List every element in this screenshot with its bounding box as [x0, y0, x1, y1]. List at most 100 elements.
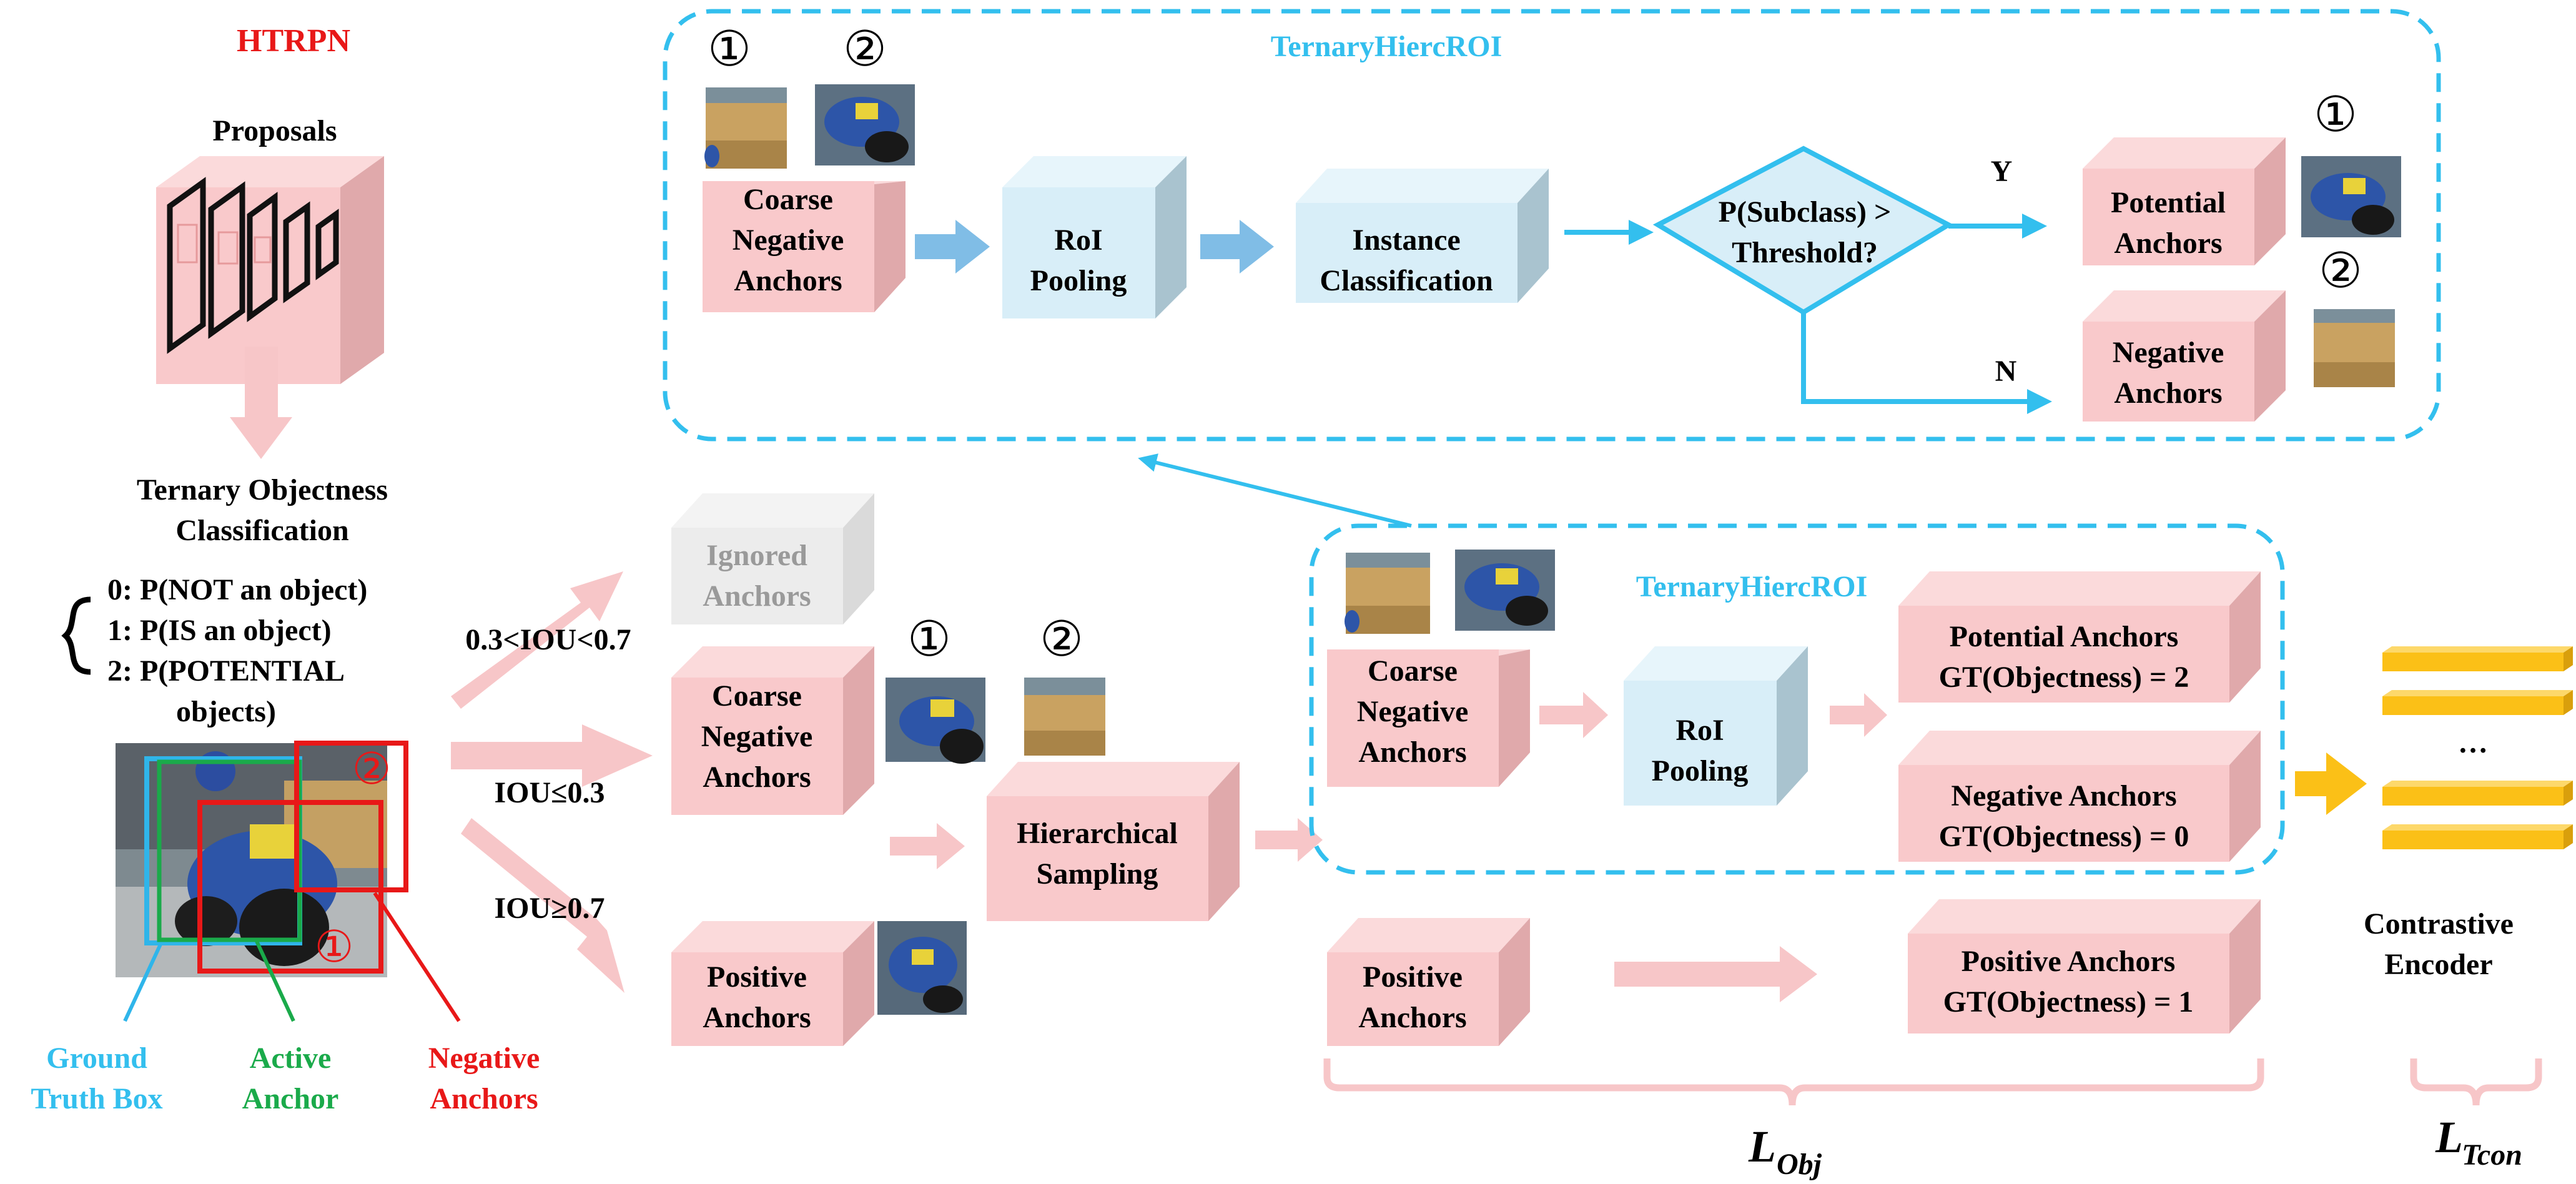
instance-class-block: Instance Classification [1296, 169, 1549, 303]
decision-line2: Threshold? [1732, 236, 1878, 269]
gt-label-2: Truth Box [31, 1082, 162, 1115]
negative-anchor-box-1 [197, 800, 383, 974]
bottom-potential-line2: GT(Objectness) = 2 [1939, 661, 2189, 694]
bottom-positive-out-line1: Positive Anchors [1962, 945, 2176, 978]
top-potential-block: Potential Anchors [2083, 137, 2286, 265]
encoder-bars [2382, 646, 2573, 849]
top-negative-line1: Negative [2113, 336, 2224, 369]
top-panel-frame [663, 9, 2441, 442]
no-label: N [1995, 355, 2017, 388]
bottom-thumb-hay [1345, 553, 1430, 634]
top-roi-line2: Pooling [1030, 264, 1127, 297]
brace-icon [61, 596, 91, 675]
feedback-arrow [1138, 453, 1412, 528]
svg-text:Tcon: Tcon [2462, 1138, 2522, 1172]
top-roi-line1: RoI [1054, 224, 1102, 257]
top-arrow-2 [1200, 220, 1274, 274]
yes-label: Y [1991, 155, 2013, 188]
top-negative-block: Negative Anchors [2083, 290, 2286, 422]
bottom-coarse-line2: Negative [1357, 695, 1469, 728]
bottom-negative-line1: Negative Anchors [1951, 779, 2176, 812]
svg-text:L: L [1748, 1122, 1776, 1172]
decision-diamond: P(Subclass) > Threshold? [1652, 146, 1954, 315]
svg-text:Obj: Obj [1777, 1148, 1822, 1181]
bottom-coarse-line1: Coarse [1368, 654, 1458, 688]
top-coarse-block: Coarse Negative Anchors [703, 181, 906, 312]
toc-item-0: 0: P(NOT an object) [107, 573, 367, 606]
encoder-arrow [2295, 752, 2367, 815]
image-marker-1: ① [315, 921, 354, 972]
svg-text:L: L [2435, 1112, 2463, 1162]
top-potential-line2: Anchors [2114, 227, 2222, 260]
mid-thumb-positive [877, 921, 967, 1015]
ignored-line1: Ignored [706, 539, 807, 572]
mid-positive-block: Positive Anchors [671, 921, 874, 1046]
mid-coarse-line3: Anchors [703, 761, 811, 794]
top-right-marker-1: ① [2314, 87, 2357, 143]
decision-line1: P(Subclass) > [1719, 195, 1892, 229]
toc-item-1: 1: P(IS an object) [107, 614, 332, 647]
top-right-thumb-bike [2301, 156, 2401, 237]
hier-line1: Hierarchical [1017, 817, 1178, 850]
mid-coarse-line1: Coarse [712, 679, 802, 713]
top-arrow-1 [915, 220, 990, 274]
bottom-coarse-block: Coarse Negative Anchors [1327, 649, 1530, 787]
top-potential-line1: Potential [2111, 186, 2226, 219]
toc-item-3: objects) [176, 695, 276, 728]
top-negative-line2: Anchors [2114, 377, 2222, 410]
encoder-label-2: Encoder [2384, 948, 2492, 981]
instance-line2: Classification [1320, 264, 1493, 297]
mid-coarse-line2: Negative [701, 720, 813, 753]
iou-mid-label: 0.3<IOU<0.7 [465, 623, 631, 656]
toc-item-2: 2: P(POTENTIAL [107, 654, 345, 688]
instance-line1: Instance [1352, 224, 1460, 257]
top-coarse-line3: Anchors [734, 264, 842, 297]
bottom-panel-frame [1309, 523, 2285, 875]
bottom-negative-block: Negative Anchors GT(Objectness) = 0 [1898, 731, 2261, 862]
down-arrow [230, 347, 292, 459]
bottom-coarse-line3: Anchors [1358, 736, 1466, 769]
middle-marker-2: ② [1040, 611, 1083, 668]
encoder-dots: … [2458, 726, 2488, 759]
ignored-line2: Anchors [703, 580, 811, 613]
bottom-negative-line2: GT(Objectness) = 0 [1939, 820, 2189, 853]
neg-label-1: Negative [428, 1042, 540, 1075]
bottom-panel-title: TernaryHiercROI [1636, 570, 1868, 603]
top-right-thumb-hay [2314, 309, 2395, 387]
active-anchor-box [157, 759, 302, 942]
toc-title-line1: Ternary Objectness [137, 473, 388, 506]
iou-arrows [451, 571, 653, 993]
encoder-label-1: Contrastive [2364, 907, 2514, 940]
proposals-label: Proposals [212, 114, 337, 147]
active-label-2: Anchor [242, 1082, 339, 1115]
bottom-positive-in-line1: Positive [1363, 960, 1463, 994]
gt-label-1: Ground [46, 1042, 147, 1075]
loss-obj: L Obj [1748, 1122, 1822, 1181]
bottom-thumb-bike [1455, 550, 1555, 631]
neg-label-2: Anchors [430, 1082, 538, 1115]
ltcon-brace [2410, 1058, 2542, 1106]
sample-image: ② ① [116, 741, 408, 977]
mid-positive-line1: Positive [707, 960, 807, 994]
diagram-title: HTRPN [237, 23, 350, 59]
top-coarse-line1: Coarse [743, 183, 833, 216]
top-coarse-line2: Negative [733, 224, 844, 257]
mid-thumb-hay [1024, 678, 1105, 756]
ignored-anchors-block: Ignored Anchors [671, 493, 874, 624]
active-label-1: Active [250, 1042, 332, 1075]
hier-line2: Sampling [1037, 857, 1158, 890]
top-thumb-hay [704, 87, 787, 169]
bottom-positive-in-block: Positive Anchors [1327, 918, 1530, 1046]
mid-coarse-block: Coarse Negative Anchors [671, 646, 874, 815]
bottom-potential-line1: Potential Anchors [1950, 620, 2179, 653]
loss-tcon: L Tcon [2435, 1112, 2522, 1172]
middle-marker-1: ① [907, 611, 951, 668]
toc-title-line2: Classification [175, 514, 348, 547]
iou-low-label: IOU≤0.3 [494, 776, 605, 809]
lobj-brace [1323, 1058, 2264, 1106]
bottom-roi-line1: RoI [1675, 714, 1724, 747]
proposal-frames-icon [167, 177, 339, 354]
bottom-potential-block: Potential Anchors GT(Objectness) = 2 [1898, 571, 2261, 703]
top-panel-title: TernaryHiercROI [1271, 30, 1503, 63]
top-marker-1: ① [708, 21, 751, 77]
